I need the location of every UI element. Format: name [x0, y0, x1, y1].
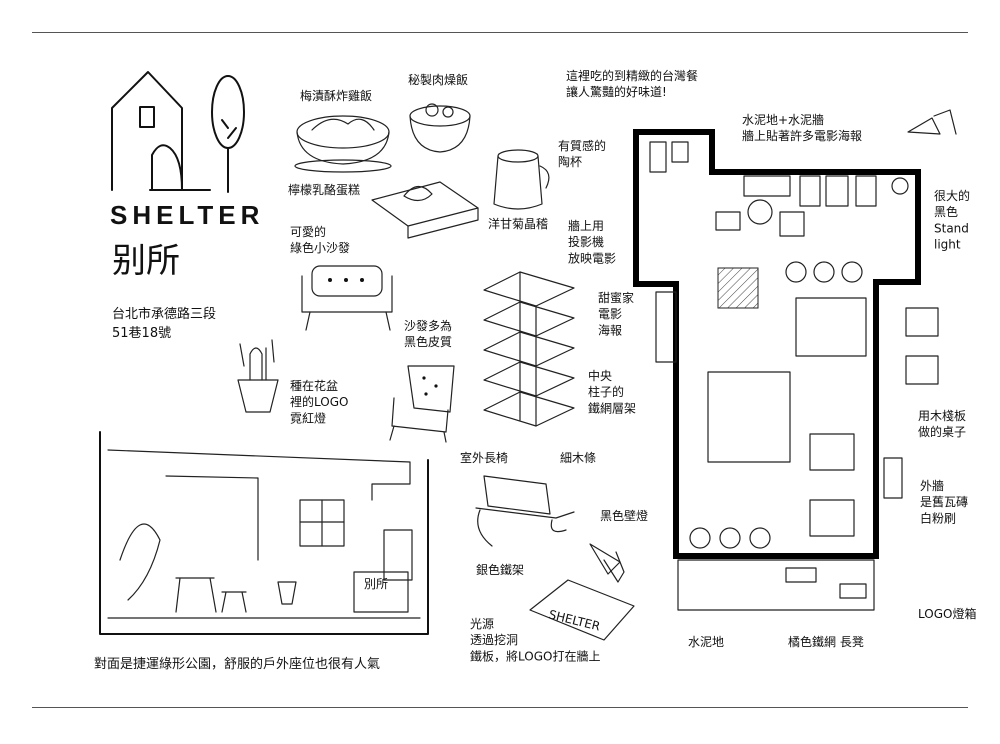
- label-orange-bench: 橘色鐵網 長凳: [788, 634, 864, 649]
- neon-planter-illustration: [237, 339, 279, 413]
- wall-lamp-illustration: [589, 543, 625, 583]
- intro-text: 這裡吃的到精緻的台灣餐讓人驚豔的好味道!: [566, 68, 698, 99]
- label-food1: 梅漬酥炸雞飯: [300, 88, 372, 103]
- label-tea: 洋甘菊晶稽: [488, 216, 548, 231]
- shelter-logo: SHELTER 别所 台北市承德路三段 51巷18號: [110, 71, 264, 341]
- brand-name-cn: 别所: [112, 241, 180, 281]
- label-poster: 甜蜜家電影海報: [598, 290, 634, 337]
- floor-plan: [633, 129, 921, 559]
- footer-caption: 對面是捷運綠形公園，舒服的戶外座位也很有人氣: [94, 656, 380, 672]
- label-cement: 水泥地: [688, 635, 724, 649]
- projected-logo: SHELTER: [529, 579, 635, 641]
- outdoor-bench-illustration: [475, 475, 575, 547]
- label-bench: 室外長椅: [460, 450, 508, 465]
- label-projector: 牆上用投影機放映電影: [568, 218, 616, 265]
- label-logo-box: LOGO燈箱: [918, 606, 976, 621]
- food-rice-bowl-illustration: [294, 115, 392, 173]
- address-line2: 51巷18號: [112, 326, 171, 341]
- food-braised-pork-illustration: [409, 103, 471, 153]
- address-line1: 台北市承德路三段: [112, 306, 216, 322]
- front-patio: [677, 559, 875, 611]
- label-food2: 秘製肉燥飯: [408, 72, 468, 87]
- storefront-sketch: 別所: [99, 431, 429, 635]
- leather-chair-illustration: [389, 365, 455, 443]
- label-shelf: 中央柱子的鐵網層架: [588, 368, 636, 415]
- brand-name-en: SHELTER: [110, 200, 264, 230]
- label-outer-wall: 外牆是舊瓦磚白粉刷: [920, 478, 968, 525]
- label-sofa: 可愛的綠色小沙發: [290, 224, 350, 255]
- ceramic-cup-illustration: [493, 149, 550, 210]
- store-sign-text: 別所: [364, 577, 388, 591]
- top-rule: [32, 32, 968, 33]
- food-cheesecake-illustration: [371, 181, 479, 239]
- wire-shelf-illustration: [483, 271, 575, 427]
- label-food3: 檸檬乳酪蛋糕: [288, 182, 360, 197]
- label-sofa-note: 沙發多為黑色皮質: [404, 318, 452, 349]
- label-wall-lamp: 黑色壁燈: [600, 508, 648, 523]
- label-light: 光源透過挖洞鐵板，將LOGO打在牆上: [470, 617, 600, 663]
- label-cup: 有質感的陶杯: [558, 138, 606, 169]
- stand-light-illustration: [907, 109, 957, 135]
- label-wood: 細木條: [560, 451, 596, 465]
- green-sofa-illustration: [301, 265, 393, 331]
- label-table: 用木棧板做的桌子: [918, 408, 966, 439]
- label-iron: 銀色鐵架: [476, 562, 524, 577]
- lamp-logo-text: SHELTER: [547, 607, 601, 633]
- bottom-rule: [32, 707, 968, 708]
- label-floor-note: 水泥地+水泥牆牆上貼著許多電影海報: [742, 112, 862, 143]
- outdoor-tables: [883, 307, 939, 499]
